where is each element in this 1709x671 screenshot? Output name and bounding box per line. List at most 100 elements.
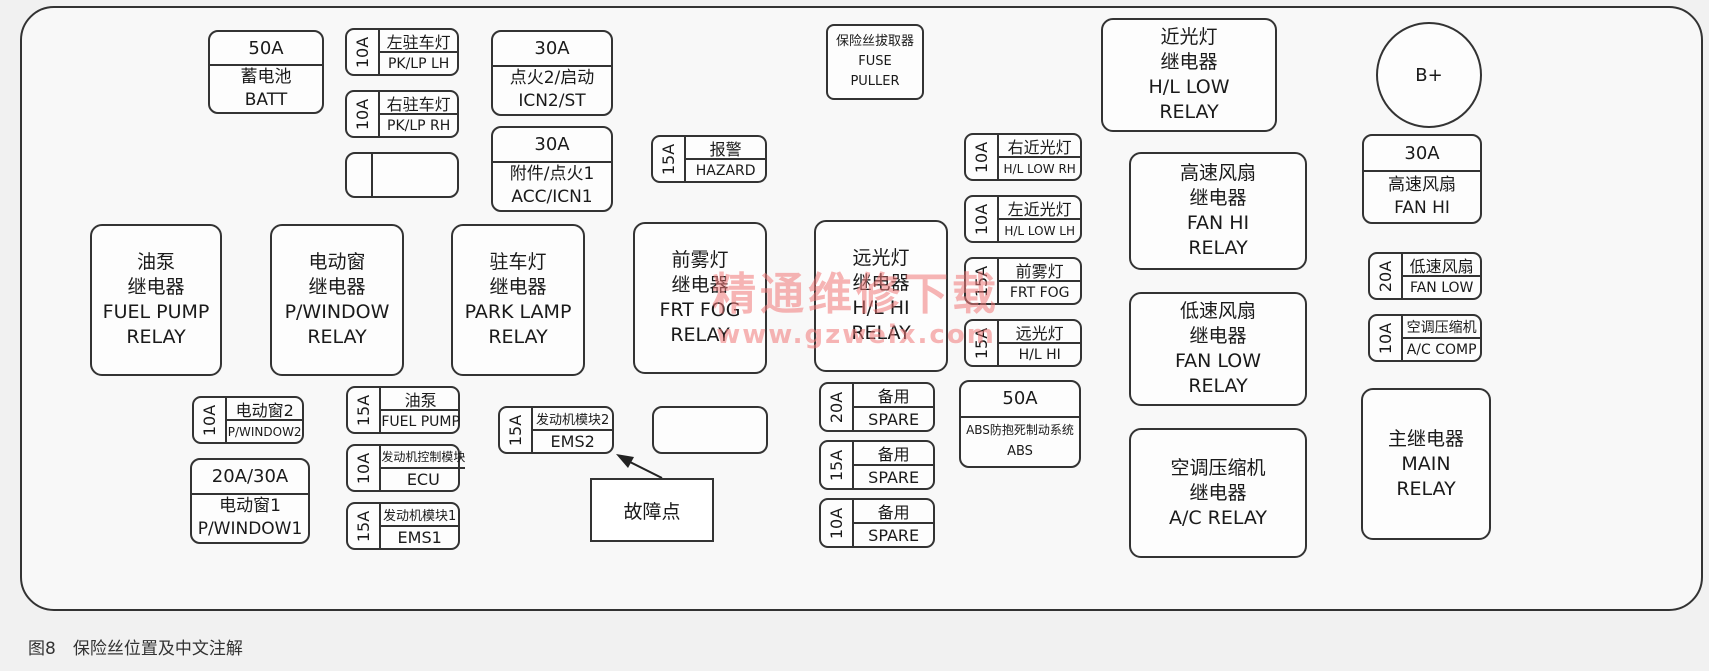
fuse-abs-en: ABS (1007, 444, 1033, 460)
fuse-hl-hi-en: H/L HI (1018, 346, 1061, 363)
fuse-abs-amp: 50A (961, 382, 1079, 418)
fuse-icn2-cn: 点火2/启动 (509, 68, 595, 89)
fuse-ems2-amp: 15A (506, 414, 526, 446)
fuse-fan-hi-en: FAN HI (1394, 198, 1450, 219)
fuse-spare-3-amp: 10A (827, 507, 847, 539)
relay-hl-hi-l4: RELAY (851, 322, 911, 344)
empty-fuse-slot-1 (345, 152, 459, 198)
relay-fuel-pump-l1: 油泵 (136, 251, 175, 273)
relay-frt-fog-l4: RELAY (670, 324, 730, 346)
fuse-icn2-en: ICN2/ST (518, 91, 586, 112)
fuse-abs: 50A ABS防抱死制动系统 ABS (959, 380, 1081, 468)
fuse-hl-low-lh: 10A 左近光灯 H/L LOW LH (964, 195, 1082, 243)
relay-fan-hi-l4: RELAY (1188, 237, 1248, 259)
fuse-pklp-lh-amp: 10A (353, 36, 373, 68)
relay-fan-hi: 高速风扇 继电器 FAN HI RELAY (1129, 152, 1307, 270)
relay-fan-low: 低速风扇 继电器 FAN LOW RELAY (1129, 292, 1307, 406)
fuse-fan-hi-cn: 高速风扇 (1388, 175, 1456, 196)
relay-fan-low-l4: RELAY (1188, 375, 1248, 397)
fuse-frt-fog-cn: 前雾灯 (999, 259, 1080, 282)
battery-positive-label: B+ (1415, 64, 1443, 86)
relay-main-l2: MAIN (1401, 452, 1451, 475)
fuse-fan-low-en: FAN LOW (1409, 279, 1474, 296)
fault-point-callout: 故障点 (590, 478, 714, 542)
relay-hl-low-l1: 近光灯 (1160, 26, 1218, 48)
fuse-spare-2-amp: 15A (827, 449, 847, 481)
fuse-ems1-en: EMS1 (397, 528, 442, 547)
relay-hl-hi-l3: H/L HI (852, 297, 910, 319)
relay-fan-low-l1: 低速风扇 (1179, 300, 1256, 322)
fuse-hl-hi-cn: 远光灯 (999, 321, 1080, 344)
fuse-batt-en: BATT (244, 90, 288, 110)
fuse-puller-cn: 保险丝拔取器 (835, 34, 914, 49)
relay-fuel-pump-l2: 继电器 (127, 276, 185, 298)
relay-main: 主继电器 MAIN RELAY (1361, 388, 1491, 540)
relay-park-lamp-l4: RELAY (488, 326, 548, 348)
fuse-pwindow1-amp: 20A/30A (192, 460, 308, 495)
empty-fuse-slot-2 (652, 406, 768, 454)
fuse-hazard-cn: 报警 (686, 137, 765, 160)
fuse-hl-low-rh-amp: 10A (972, 141, 992, 173)
fuse-puller-en1: FUSE (858, 54, 892, 69)
fault-point-text: 故障点 (623, 500, 681, 523)
relay-ac-l1: 空调压缩机 (1170, 456, 1266, 479)
fuse-frt-fog-amp: 15A (972, 265, 992, 297)
fuse-acc-cn: 附件/点火1 (509, 164, 595, 185)
fuse-pwindow1-en: P/WINDOW1 (197, 519, 303, 540)
relay-pwindow: 电动窗 继电器 P/WINDOW RELAY (270, 224, 404, 376)
relay-frt-fog-l2: 继电器 (671, 274, 729, 296)
relay-hl-low-l3: H/L LOW (1148, 76, 1230, 98)
relay-fuel-pump-l3: FUEL PUMP (102, 301, 210, 323)
fuse-ems1-cn: 发动机模块1 (381, 504, 458, 527)
fuse-spare-1-cn: 备用 (854, 384, 933, 408)
fuse-pklp-lh-en: PK/LP LH (387, 55, 450, 72)
relay-pwindow-l2: 继电器 (308, 276, 366, 298)
relay-hl-low-l4: RELAY (1159, 101, 1219, 123)
relay-pwindow-l1: 电动窗 (308, 251, 366, 273)
fuse-batt: 50A 蓄电池 BATT (208, 30, 324, 114)
relay-ac: 空调压缩机 继电器 A/C RELAY (1129, 428, 1307, 558)
fuse-hl-low-lh-en: H/L LOW LH (1004, 223, 1075, 238)
fuse-ac-comp-en: A/C COMP (1406, 341, 1477, 358)
fuse-pwindow2-cn: 电动窗2 (227, 398, 302, 421)
fuse-fan-low-amp: 20A (1376, 260, 1396, 292)
fuse-pklp-rh-cn: 右驻车灯 (380, 92, 457, 115)
fuse-puller-en2: PULLER (850, 74, 900, 89)
fuse-ac-comp-cn: 空调压缩机 (1403, 316, 1480, 339)
fuse-abs-cn: ABS防抱死制动系统 (966, 423, 1074, 438)
battery-positive-terminal: B+ (1376, 22, 1482, 128)
relay-park-lamp: 驻车灯 继电器 PARK LAMP RELAY (451, 224, 585, 376)
relay-hl-low: 近光灯 继电器 H/L LOW RELAY (1101, 18, 1277, 132)
fuse-ems2-en: EMS2 (550, 432, 595, 451)
fuse-pklp-rh-en: PK/LP RH (387, 117, 451, 134)
relay-hl-hi-l2: 继电器 (852, 272, 910, 294)
fuse-ems1-amp: 15A (354, 510, 374, 542)
fuse-hl-low-lh-cn: 左近光灯 (999, 197, 1080, 220)
fuse-pwindow2-en: P/WINDOW2 (227, 424, 302, 439)
fuse-hl-low-lh-amp: 10A (972, 203, 992, 235)
relay-frt-fog: 前雾灯 继电器 FRT FOG RELAY (633, 222, 767, 374)
fuse-ecu-cn: 发动机控制模块 (381, 446, 466, 469)
fuse-frt-fog-en: FRT FOG (1009, 284, 1070, 301)
relay-fuel-pump-l4: RELAY (126, 326, 186, 348)
fuse-batt-amp: 50A (210, 32, 322, 66)
fuse-fuel-pump-en: FUEL PUMP (381, 413, 460, 430)
fuse-batt-cn: 蓄电池 (240, 67, 292, 87)
fuse-pwindow1-cn: 电动窗1 (219, 496, 281, 517)
fuse-fuel-pump-amp: 15A (354, 394, 374, 426)
relay-fan-hi-l2: 继电器 (1189, 187, 1247, 209)
relay-main-l3: RELAY (1396, 477, 1456, 500)
fuse-spare-3-en: SPARE (868, 525, 920, 545)
fuse-pwindow2-amp: 10A (200, 404, 220, 436)
